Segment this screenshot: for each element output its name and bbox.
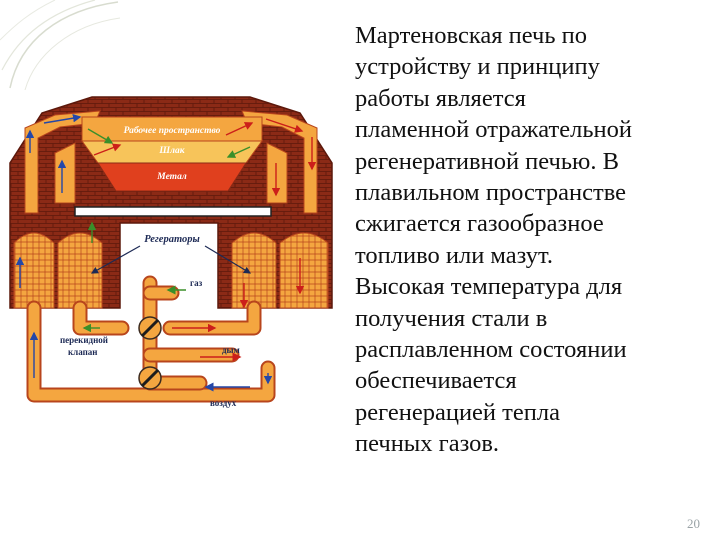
text-line: пламенной отражательной xyxy=(355,116,632,144)
page-number: 20 xyxy=(687,516,700,531)
air-label: воздух xyxy=(210,398,237,408)
gas-label: газ xyxy=(190,278,203,288)
valve-label-line1: перекидной xyxy=(60,335,108,345)
work-space-label: Рабочее пространство xyxy=(124,125,221,136)
open-hearth-furnace-diagram: Рабочее пространство Шлак Метал Регерато… xyxy=(9,96,333,408)
text-line: плавильном пространстве xyxy=(355,179,627,207)
text-line: устройству и принципу xyxy=(355,53,600,81)
pointer-arrow xyxy=(204,245,252,274)
regenerators-label: Регераторы xyxy=(144,234,200,245)
metal-label: Метал xyxy=(156,172,187,182)
valve-label-line2: клапан xyxy=(68,347,98,357)
text-line: топливо или мазут. xyxy=(355,241,554,269)
reversing-valves xyxy=(138,316,162,390)
hearth-base xyxy=(74,206,272,217)
text-line: Мартеновская печь по xyxy=(355,22,587,49)
text-line: печных газов. xyxy=(355,430,500,458)
text-line: регенерацией тепла xyxy=(355,398,560,426)
regenerators xyxy=(13,232,329,309)
text-line: работы является xyxy=(355,84,526,112)
smoke-label: дым xyxy=(222,345,240,355)
slag-label: Шлак xyxy=(158,146,185,156)
slide-body-text: Мартеновская печь по устройству и принци… xyxy=(355,20,705,460)
corner-decoration xyxy=(0,0,120,90)
working-space: Рабочее пространство Шлак Метал xyxy=(81,116,263,192)
text-line: обеспечивается xyxy=(355,367,517,395)
text-line: получения стали в xyxy=(355,304,548,332)
pointer-arrow xyxy=(90,245,141,274)
text-line: расплавленном состоянии xyxy=(355,336,627,364)
flow-arrows xyxy=(15,114,317,385)
text-line: сжигается газообразное xyxy=(355,210,604,238)
text-line: Высокая температура для xyxy=(355,273,623,301)
text-line: регенеративной печью. В xyxy=(355,147,619,175)
